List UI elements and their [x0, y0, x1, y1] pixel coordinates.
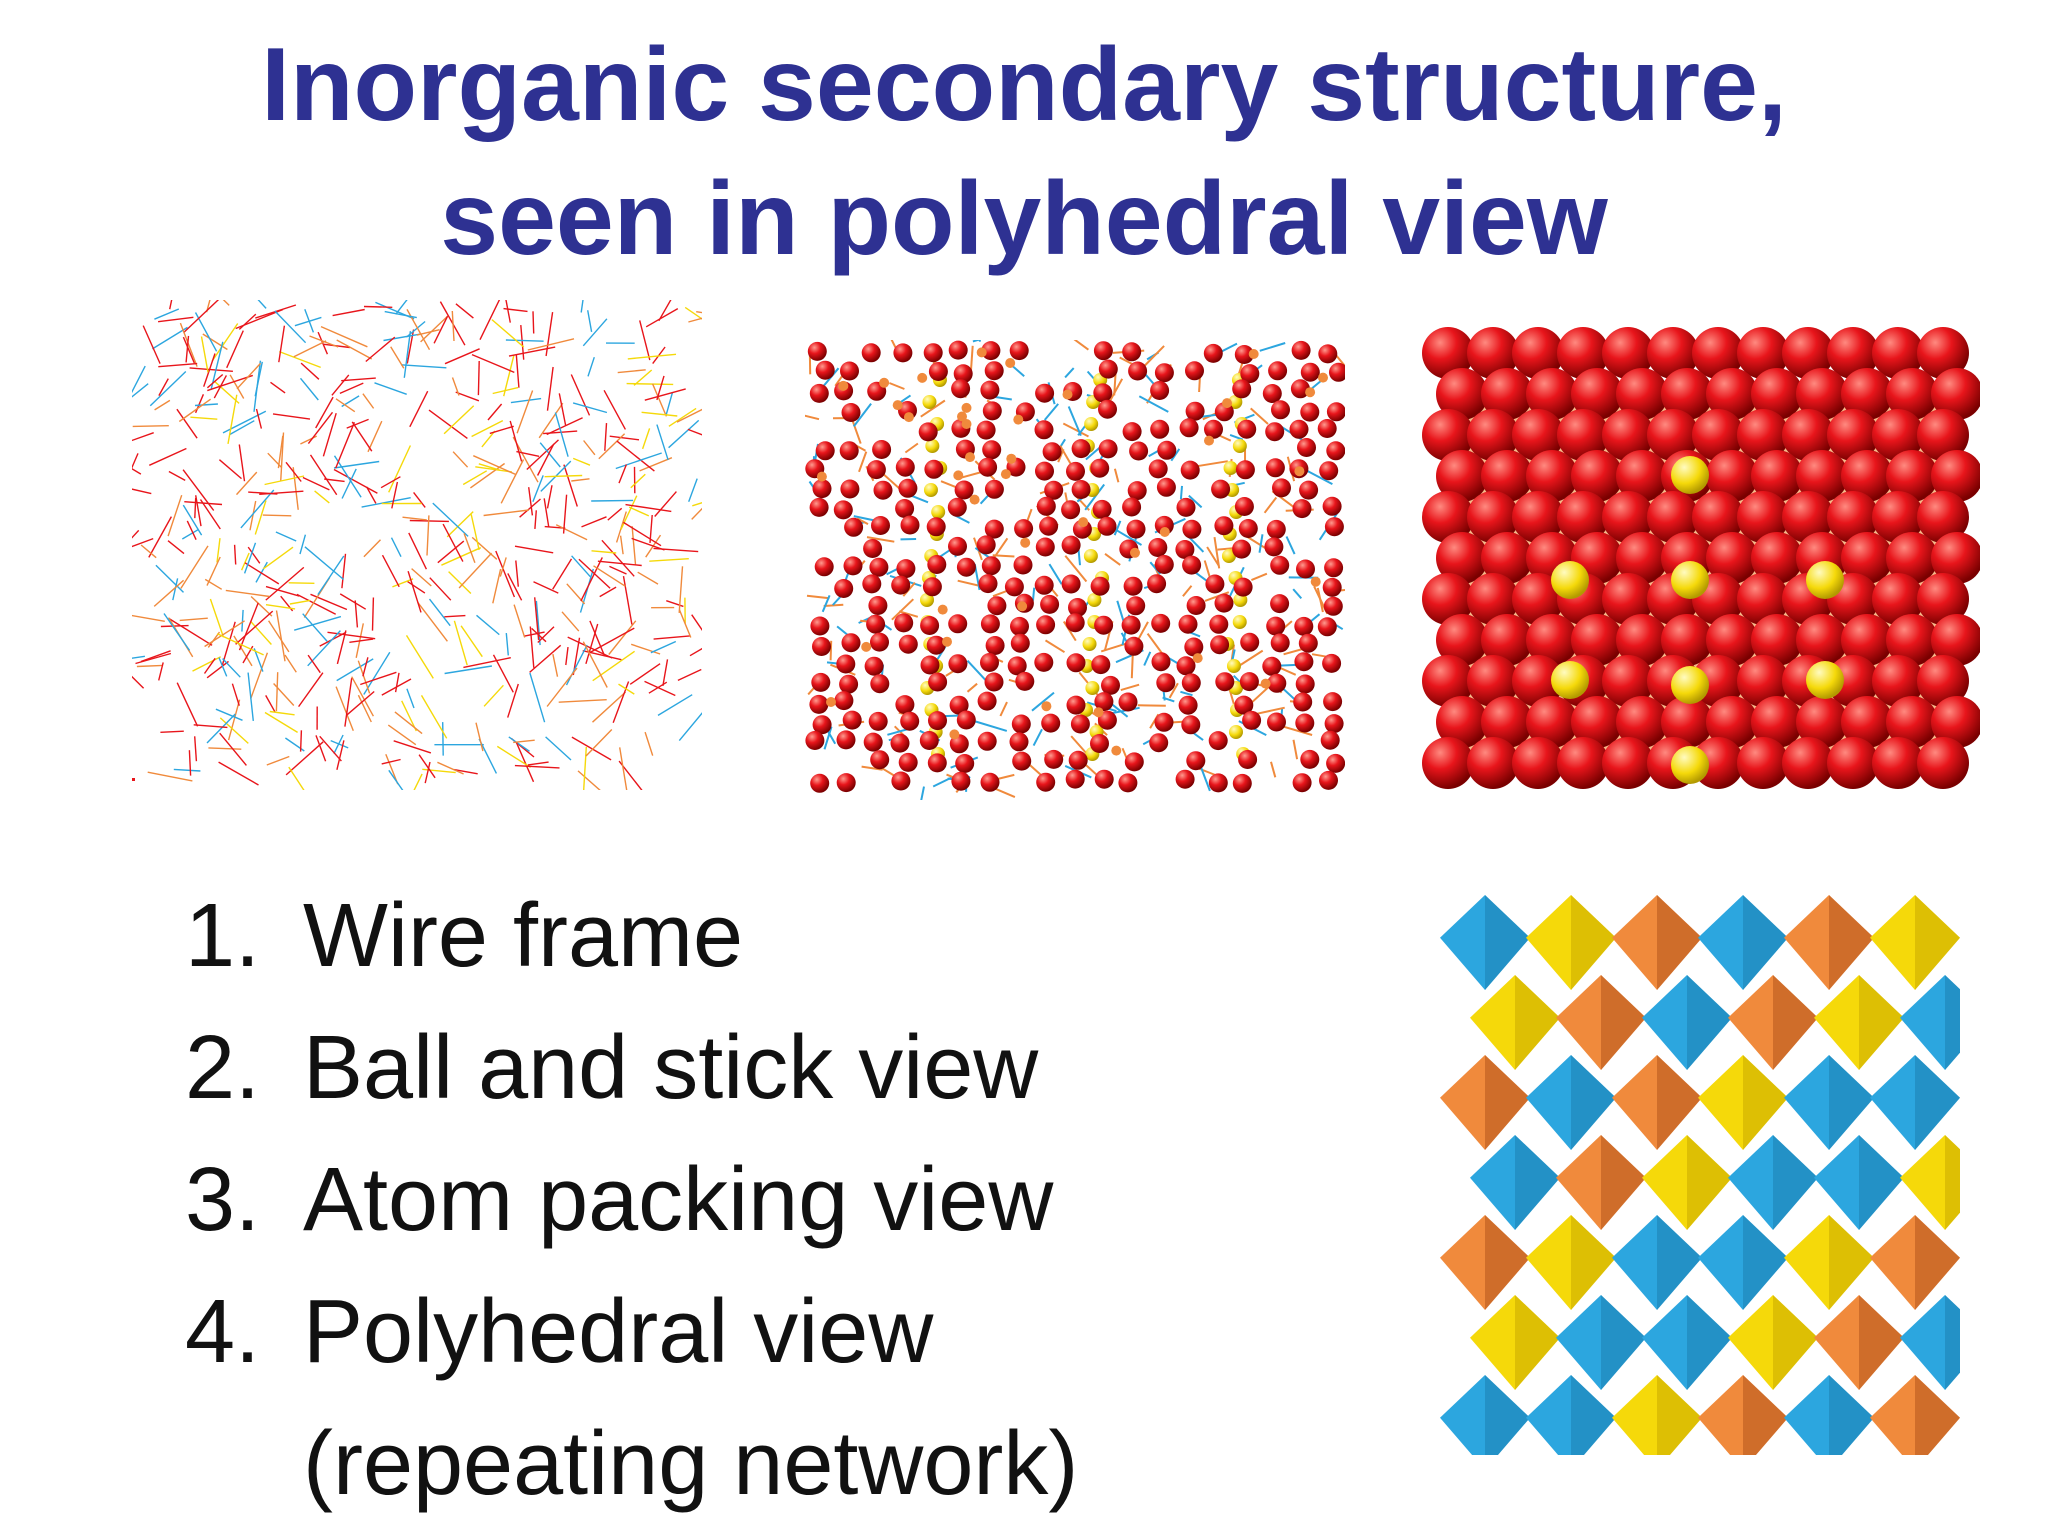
- list-item-number: 4.: [185, 1266, 303, 1530]
- slide-title: Inorganic secondary structure, seen in p…: [0, 18, 2048, 286]
- list-item-number: 2.: [185, 1002, 303, 1134]
- wire-frame-structure-image: [132, 300, 702, 790]
- list-item-text: Ball and stick view: [303, 1002, 1038, 1134]
- list-item: 4. Polyhedral view (repeating network): [185, 1266, 1078, 1530]
- list-item-text: Polyhedral view: [303, 1266, 1078, 1398]
- list-item-number: 1.: [185, 870, 303, 1002]
- list-item-text: Atom packing view: [303, 1134, 1053, 1266]
- list-item-subtext: (repeating network): [303, 1398, 1078, 1530]
- list-item: 1. Wire frame: [185, 870, 1078, 1002]
- view-type-list: 1. Wire frame 2. Ball and stick view 3. …: [185, 870, 1078, 1530]
- list-item: 2. Ball and stick view: [185, 1002, 1078, 1134]
- ball-and-stick-structure-image: [805, 340, 1345, 800]
- polyhedral-network-structure-image: [1430, 885, 1960, 1455]
- list-item-text: Wire frame: [303, 870, 743, 1002]
- list-item: 3. Atom packing view: [185, 1134, 1078, 1266]
- title-line-1: Inorganic secondary structure,: [0, 18, 2048, 152]
- title-line-2: seen in polyhedral view: [0, 152, 2048, 286]
- atom-packing-structure-image: [1420, 325, 1980, 815]
- list-item-number: 3.: [185, 1134, 303, 1266]
